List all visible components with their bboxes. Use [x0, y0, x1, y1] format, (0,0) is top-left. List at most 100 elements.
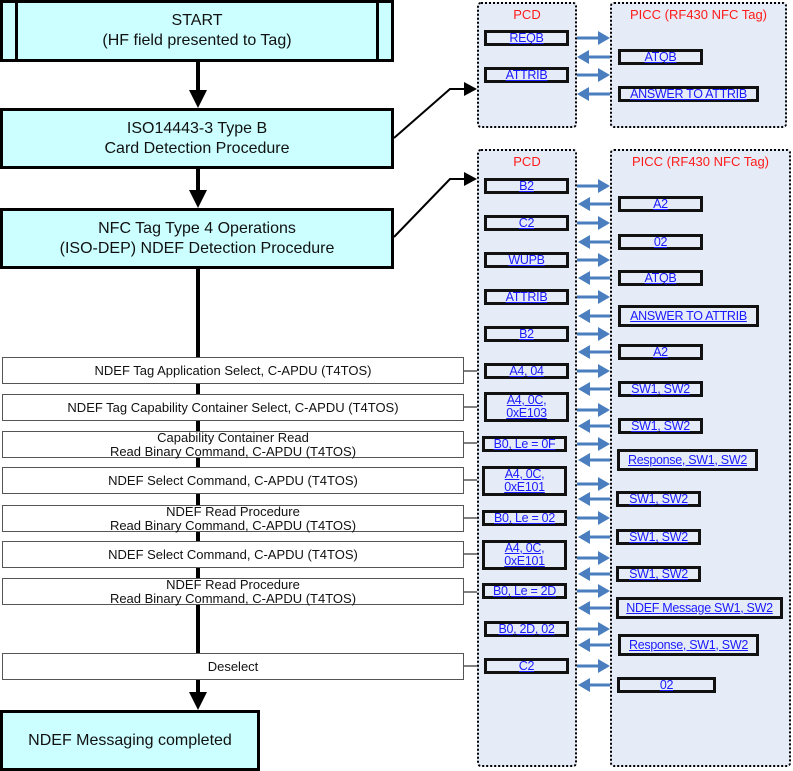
picc-message-label: 02	[653, 234, 668, 249]
picc-message: SW1, SW2	[616, 491, 701, 507]
step-box: NDEF Select Command, C-APDU (T4TOS)	[2, 467, 464, 494]
message-arrowhead-left	[578, 453, 590, 467]
picc-message-label: NDEF Message SW1, SW2	[626, 600, 773, 615]
pcd-message-label: B0, Le = 0F	[493, 436, 556, 451]
start-box: START (HF field presented to Tag)	[0, 0, 394, 62]
step-label: Read Binary Command, C-APDU (T4TOS)	[109, 590, 357, 606]
picc-message: SW1, SW2	[618, 418, 703, 434]
pcd-message-label: C2	[518, 215, 535, 230]
pcd-message-label: REQB	[509, 30, 544, 45]
end-title: NDEF Messaging completed	[28, 731, 232, 749]
pcd-message-label: A4, 04	[509, 363, 544, 378]
card-detection-title: ISO14443-3 Type B	[126, 119, 268, 137]
picc-message: ANSWER TO ATTRIB	[618, 305, 759, 327]
pcd-message-label: B0, 2D, 02	[498, 621, 555, 636]
picc-message: ATQB	[618, 49, 703, 65]
message-arrowhead-left	[577, 87, 589, 101]
pcd-message-label: A4, 0C,	[504, 541, 545, 555]
step-box: NDEF Tag Application Select, C-APDU (T4T…	[2, 357, 464, 384]
picc-message: Response, SW1, SW2	[618, 634, 759, 656]
picc-message: 02	[618, 234, 703, 250]
pcd-message: ATTRIB	[484, 289, 569, 305]
pcd-message: B0, 2D, 02	[484, 621, 569, 637]
picc-message: Response, SW1, SW2	[617, 449, 758, 471]
message-arrowhead-right	[598, 31, 610, 45]
flow-arrowhead	[189, 190, 207, 208]
message-arrowhead-right	[598, 290, 610, 304]
panel-link-line	[393, 88, 466, 139]
picc-message-label: Response, SW1, SW2	[629, 637, 748, 652]
pcd-message: C2	[484, 658, 569, 674]
card-detection-box: ISO14443-3 Type B Card Detection Procedu…	[0, 108, 394, 169]
picc-message: SW1, SW2	[616, 566, 701, 582]
message-arrowhead-left	[578, 271, 590, 285]
message-arrowhead-left	[578, 309, 590, 323]
picc-message-label: SW1, SW2	[629, 491, 688, 506]
pcd-message: A4, 0C,0xE101	[482, 540, 567, 570]
step-label: NDEF Select Command, C-APDU (T4TOS)	[108, 472, 358, 488]
picc-message: SW1, SW2	[616, 529, 701, 545]
pcd-message-label: B0, Le = 02	[494, 510, 555, 525]
start-subtitle: (HF field presented to Tag)	[102, 32, 292, 49]
pcd-message-label: ATTRIB	[505, 67, 548, 82]
picc-message-label: ANSWER TO ATTRIB	[630, 86, 747, 101]
message-arrowhead-left	[578, 382, 590, 396]
start-box-bar-left	[15, 3, 18, 59]
picc-message-label: ATQB	[644, 270, 677, 285]
pcd-message-label: A4, 0C,	[506, 393, 547, 407]
pcd-message: B0, Le = 02	[482, 510, 567, 526]
pcd-message-label: 0xE103	[506, 406, 547, 420]
pcd-message-label: WUPB	[508, 252, 545, 267]
message-arrowhead-right	[598, 68, 610, 82]
card-detection-subtitle: Card Detection Procedure	[104, 139, 290, 157]
message-arrowhead-right	[598, 327, 610, 341]
pcd-message: B2	[484, 326, 569, 342]
message-arrowhead-left	[578, 197, 590, 211]
message-arrowhead-right	[598, 622, 610, 636]
message-arrowhead-left	[578, 638, 590, 652]
step-label: NDEF Select Command, C-APDU (T4TOS)	[108, 546, 358, 562]
step-label: NDEF Read Procedure	[166, 576, 300, 592]
message-arrowhead-right	[598, 551, 610, 565]
message-arrowhead-right	[598, 403, 610, 417]
pcd-message-label: B0, Le = 2D	[492, 583, 557, 598]
pcd-message: ATTRIB	[484, 67, 569, 83]
step-label: NDEF Read Procedure	[166, 503, 300, 519]
picc-message-label: ATQB	[644, 49, 677, 64]
panel2-pcd-title: PCD	[513, 154, 541, 169]
picc-message-label: SW1, SW2	[631, 381, 690, 396]
pcd-message: A4, 04	[484, 363, 569, 379]
message-arrowhead-right	[598, 584, 610, 598]
pcd-message-label: C2	[518, 658, 535, 673]
step-label: Read Binary Command, C-APDU (T4TOS)	[109, 443, 357, 459]
panel1-pcd-title: PCD	[513, 7, 541, 22]
message-arrowhead-right	[598, 179, 610, 193]
panel2-picc-title: PICC (RF430 NFC Tag)	[631, 154, 769, 169]
picc-message: A2	[618, 196, 703, 212]
step-box: Deselect	[2, 653, 464, 680]
message-arrowhead-right	[598, 511, 610, 525]
step-label: NDEF Tag Capability Container Select, C-…	[67, 399, 399, 415]
message-arrowhead-left	[578, 567, 590, 581]
message-arrowhead-right	[598, 659, 610, 673]
pcd-message: B0, Le = 0F	[482, 436, 567, 452]
ndef-detection-title: NFC Tag Type 4 Operations	[98, 219, 296, 237]
pcd-message-label: B2	[519, 326, 534, 341]
ndef-detection-box: NFC Tag Type 4 Operations (ISO-DEP) NDEF…	[0, 208, 394, 269]
picc-message-label: ANSWER TO ATTRIB	[630, 308, 747, 323]
pcd-message: A4, 0C,0xE103	[484, 392, 569, 422]
panel1-picc-title: PICC (RF430 NFC Tag)	[629, 7, 767, 22]
pcd-message: C2	[484, 215, 569, 231]
picc-message: A2	[618, 344, 703, 360]
message-arrowhead-left	[578, 530, 590, 544]
picc-message: ANSWER TO ATTRIB	[618, 86, 759, 102]
picc-message: SW1, SW2	[618, 381, 703, 397]
message-arrowhead-left	[578, 419, 590, 433]
step-box: NDEF Tag Capability Container Select, C-…	[2, 394, 464, 421]
picc-message: 02	[617, 677, 716, 693]
pcd-message-label: 0xE101	[504, 480, 545, 494]
message-arrowhead-left	[578, 235, 590, 249]
flow-arrowhead	[189, 692, 207, 710]
